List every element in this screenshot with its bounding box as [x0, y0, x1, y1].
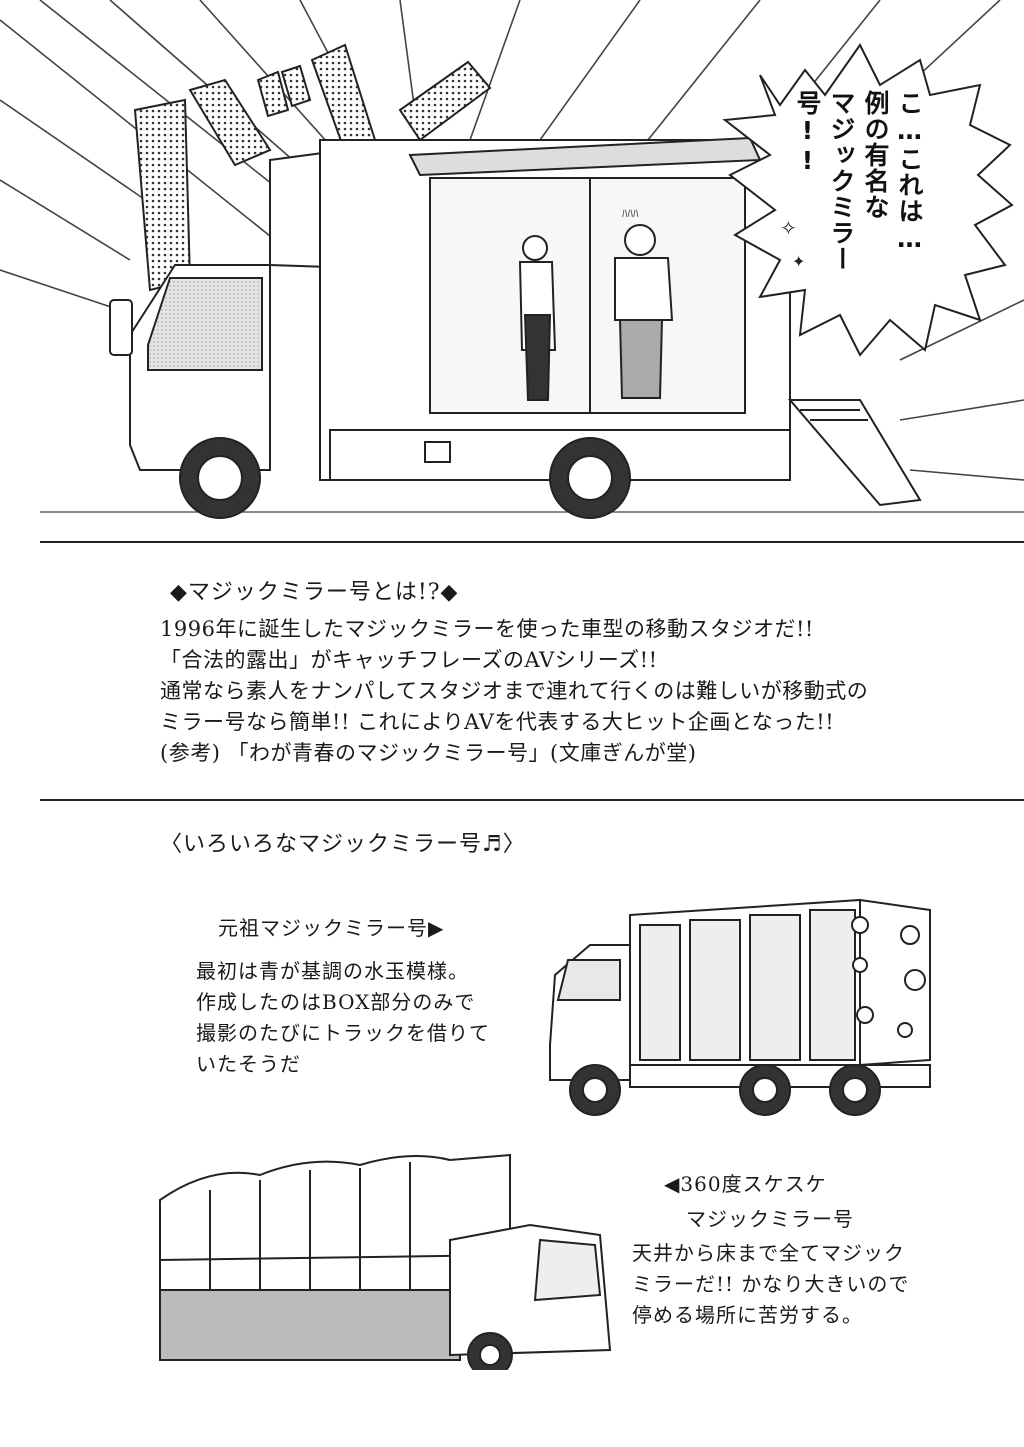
description-line: 通常なら素人をナンパしてスタジオまで連れて行くのは難しいが移動式の — [160, 679, 869, 703]
truck-box — [319, 136, 791, 481]
section-title: 〈いろいろなマジックミラー号♬〉 — [160, 832, 526, 857]
see-through-truck-illustration — [159, 1153, 612, 1370]
description-line: 「合法的露出」がキャッチフレーズのAVシリーズ!! — [160, 648, 658, 672]
description-heading: ◆マジックミラー号とは!?◆ — [170, 580, 459, 605]
truck-wheels — [179, 437, 631, 519]
sound-effect-letters — [133, 43, 492, 292]
top-panel-illustration — [0, 0, 1024, 519]
see-through-line: 停める場所に苦労する。 — [632, 1303, 863, 1327]
original-truck-name: 元祖マジックミラー号 — [218, 916, 428, 940]
sparkle-icon: ✧ — [780, 216, 797, 240]
description-line: (参考) 「わが青春のマジックミラー号」(文庫ぎんが堂) — [160, 741, 697, 765]
see-through-truck-label: ◀360度スケスケ マジックミラー号 — [664, 1168, 854, 1232]
description-line: ミラー号なら簡単!! これによりAVを代表する大ヒット企画となった!! — [160, 710, 835, 734]
speech-line: 例の有名な — [861, 90, 890, 220]
speech-line: こ…これは… — [895, 90, 924, 254]
see-through-name-line: 360度スケスケ — [680, 1172, 827, 1196]
pointer-right-icon: ▶ — [428, 916, 445, 940]
speed-lines — [0, 0, 1024, 481]
section-divider — [40, 799, 1024, 801]
sparkle-icon: ✦ — [792, 252, 805, 271]
small-sfx: ﾊﾊﾊ — [622, 207, 639, 220]
original-truck-text: 最初は青が基調の水玉模様。 作成したのはBOX部分のみで 撮影のたびにトラックを… — [196, 956, 490, 1080]
original-line: 最初は青が基調の水玉模様。 — [196, 959, 469, 983]
speech-line: 号!! — [793, 90, 822, 176]
speech-line: マジックミラー — [827, 90, 856, 272]
description-line: 1996年に誕生したマジックミラーを使った車型の移動スタジオだ!! — [160, 617, 814, 641]
see-through-truck-text: 天井から床まで全てマジック ミラーだ!! かなり大きいので 停める場所に苦労する… — [632, 1238, 909, 1331]
original-line: いたそうだ — [196, 1052, 301, 1076]
speech-bubble-text: こ…これは… 例の有名な マジックミラー 号!! — [790, 90, 926, 330]
original-truck-illustration — [549, 898, 931, 1116]
see-through-line: ミラーだ!! かなり大きいので — [632, 1272, 910, 1296]
see-through-name-line: マジックミラー号 — [686, 1207, 854, 1231]
panel-divider — [40, 541, 1024, 543]
people-figures — [518, 224, 674, 401]
see-through-line: 天井から床まで全てマジック — [632, 1241, 905, 1265]
pointer-left-icon: ◀ — [664, 1172, 681, 1196]
original-line: 撮影のたびにトラックを借りて — [196, 1021, 490, 1045]
top-panel: ✧ ✦ こ…これは… 例の有名な マジックミラー 号!! ﾊﾊﾊ — [0, 0, 1024, 543]
description-body: 1996年に誕生したマジックミラーを使った車型の移動スタジオだ!! 「合法的露出… — [160, 614, 868, 769]
truck-ramp — [787, 399, 922, 507]
speech-bubble-outline: ✧ ✦ — [722, 43, 1014, 357]
original-line: 作成したのはBOX部分のみで — [196, 990, 476, 1014]
original-truck-label: 元祖マジックミラー号▶ — [218, 912, 444, 941]
